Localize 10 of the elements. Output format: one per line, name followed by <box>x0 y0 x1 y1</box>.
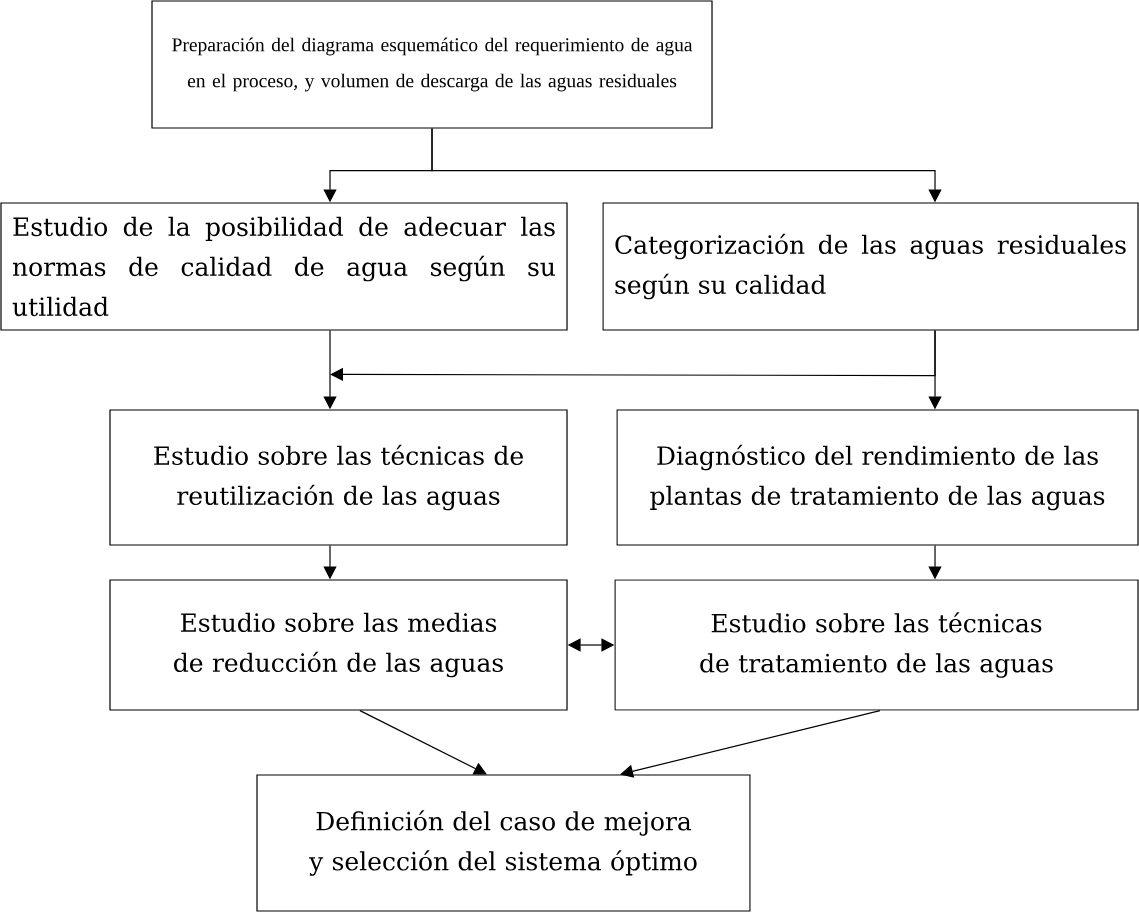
arrow <box>620 710 881 778</box>
process-box: Diagnóstico del rendimiento de las plantas de tratamiento de las aguas <box>616 409 1139 546</box>
arrow <box>359 710 487 775</box>
process-box: Categorización de las aguas residuales según su calidad <box>602 202 1139 331</box>
process-box: Preparación del diagrama esquemático del requerimiento de agua en el proceso, y volumen de descarga de las aguas residuales <box>151 0 713 129</box>
process-box: Estudio sobre las técnicas de reutilización de las aguas <box>109 409 568 546</box>
process-box: Estudio de la posibilidad de adecuar las normas de calidad de agua según su utilidad <box>0 202 568 331</box>
process-box: Estudio sobre las medias de reducción de las aguas <box>109 579 568 711</box>
process-box: Estudio sobre las técnicas de tratamiento de las aguas <box>614 579 1139 711</box>
process-box: Definición del caso de mejora y selección del sistema óptimo <box>256 774 751 912</box>
